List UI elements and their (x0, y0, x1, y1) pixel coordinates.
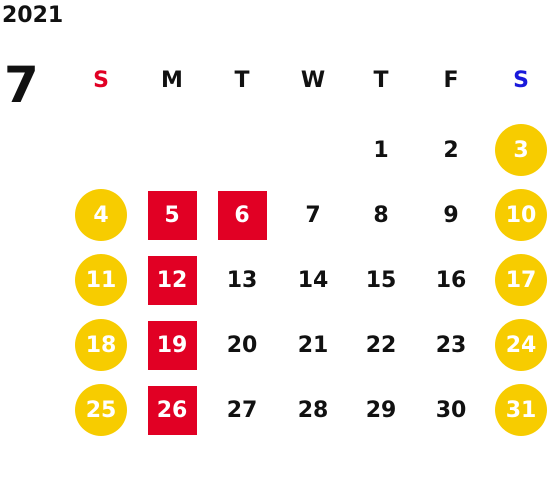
day-cell-3: 3 (495, 124, 547, 176)
day-cell-28: 28 (297, 397, 329, 423)
day-cell-12: 12 (147, 255, 197, 305)
weekday-header-fri: F (443, 67, 459, 93)
day-cell-25: 25 (75, 384, 127, 436)
day-cell-26: 26 (147, 385, 197, 435)
weekday-header-sun: S (93, 67, 109, 93)
day-cell-13: 13 (226, 267, 258, 293)
day-cell-27: 27 (226, 397, 258, 423)
day-cell-31: 31 (495, 384, 547, 436)
day-cell-15: 15 (365, 267, 397, 293)
day-cell-21: 21 (297, 332, 329, 358)
day-cell-16: 16 (435, 267, 467, 293)
weekday-header-mon: M (161, 67, 183, 93)
month-number: 7 (4, 56, 39, 114)
weekday-header-tue: T (234, 67, 250, 93)
day-cell-11: 11 (75, 254, 127, 306)
day-cell-5: 5 (147, 190, 197, 240)
day-cell-9: 9 (443, 202, 459, 228)
day-cell-22: 22 (365, 332, 397, 358)
day-cell-23: 23 (435, 332, 467, 358)
weekday-header-sat: S (513, 67, 529, 93)
day-cell-20: 20 (226, 332, 258, 358)
day-cell-17: 17 (495, 254, 547, 306)
day-cell-2: 2 (443, 137, 459, 163)
day-cell-4: 4 (75, 189, 127, 241)
day-cell-19: 19 (147, 320, 197, 370)
day-cell-1: 1 (373, 137, 389, 163)
weekday-header-wed: W (300, 67, 326, 93)
day-cell-8: 8 (373, 202, 389, 228)
day-cell-18: 18 (75, 319, 127, 371)
day-cell-30: 30 (435, 397, 467, 423)
day-cell-10: 10 (495, 189, 547, 241)
weekday-header-thu: T (373, 67, 389, 93)
day-cell-24: 24 (495, 319, 547, 371)
day-cell-6: 6 (217, 190, 267, 240)
year-label: 2021 (2, 3, 64, 28)
day-cell-14: 14 (297, 267, 329, 293)
day-cell-7: 7 (305, 202, 321, 228)
day-cell-29: 29 (365, 397, 397, 423)
